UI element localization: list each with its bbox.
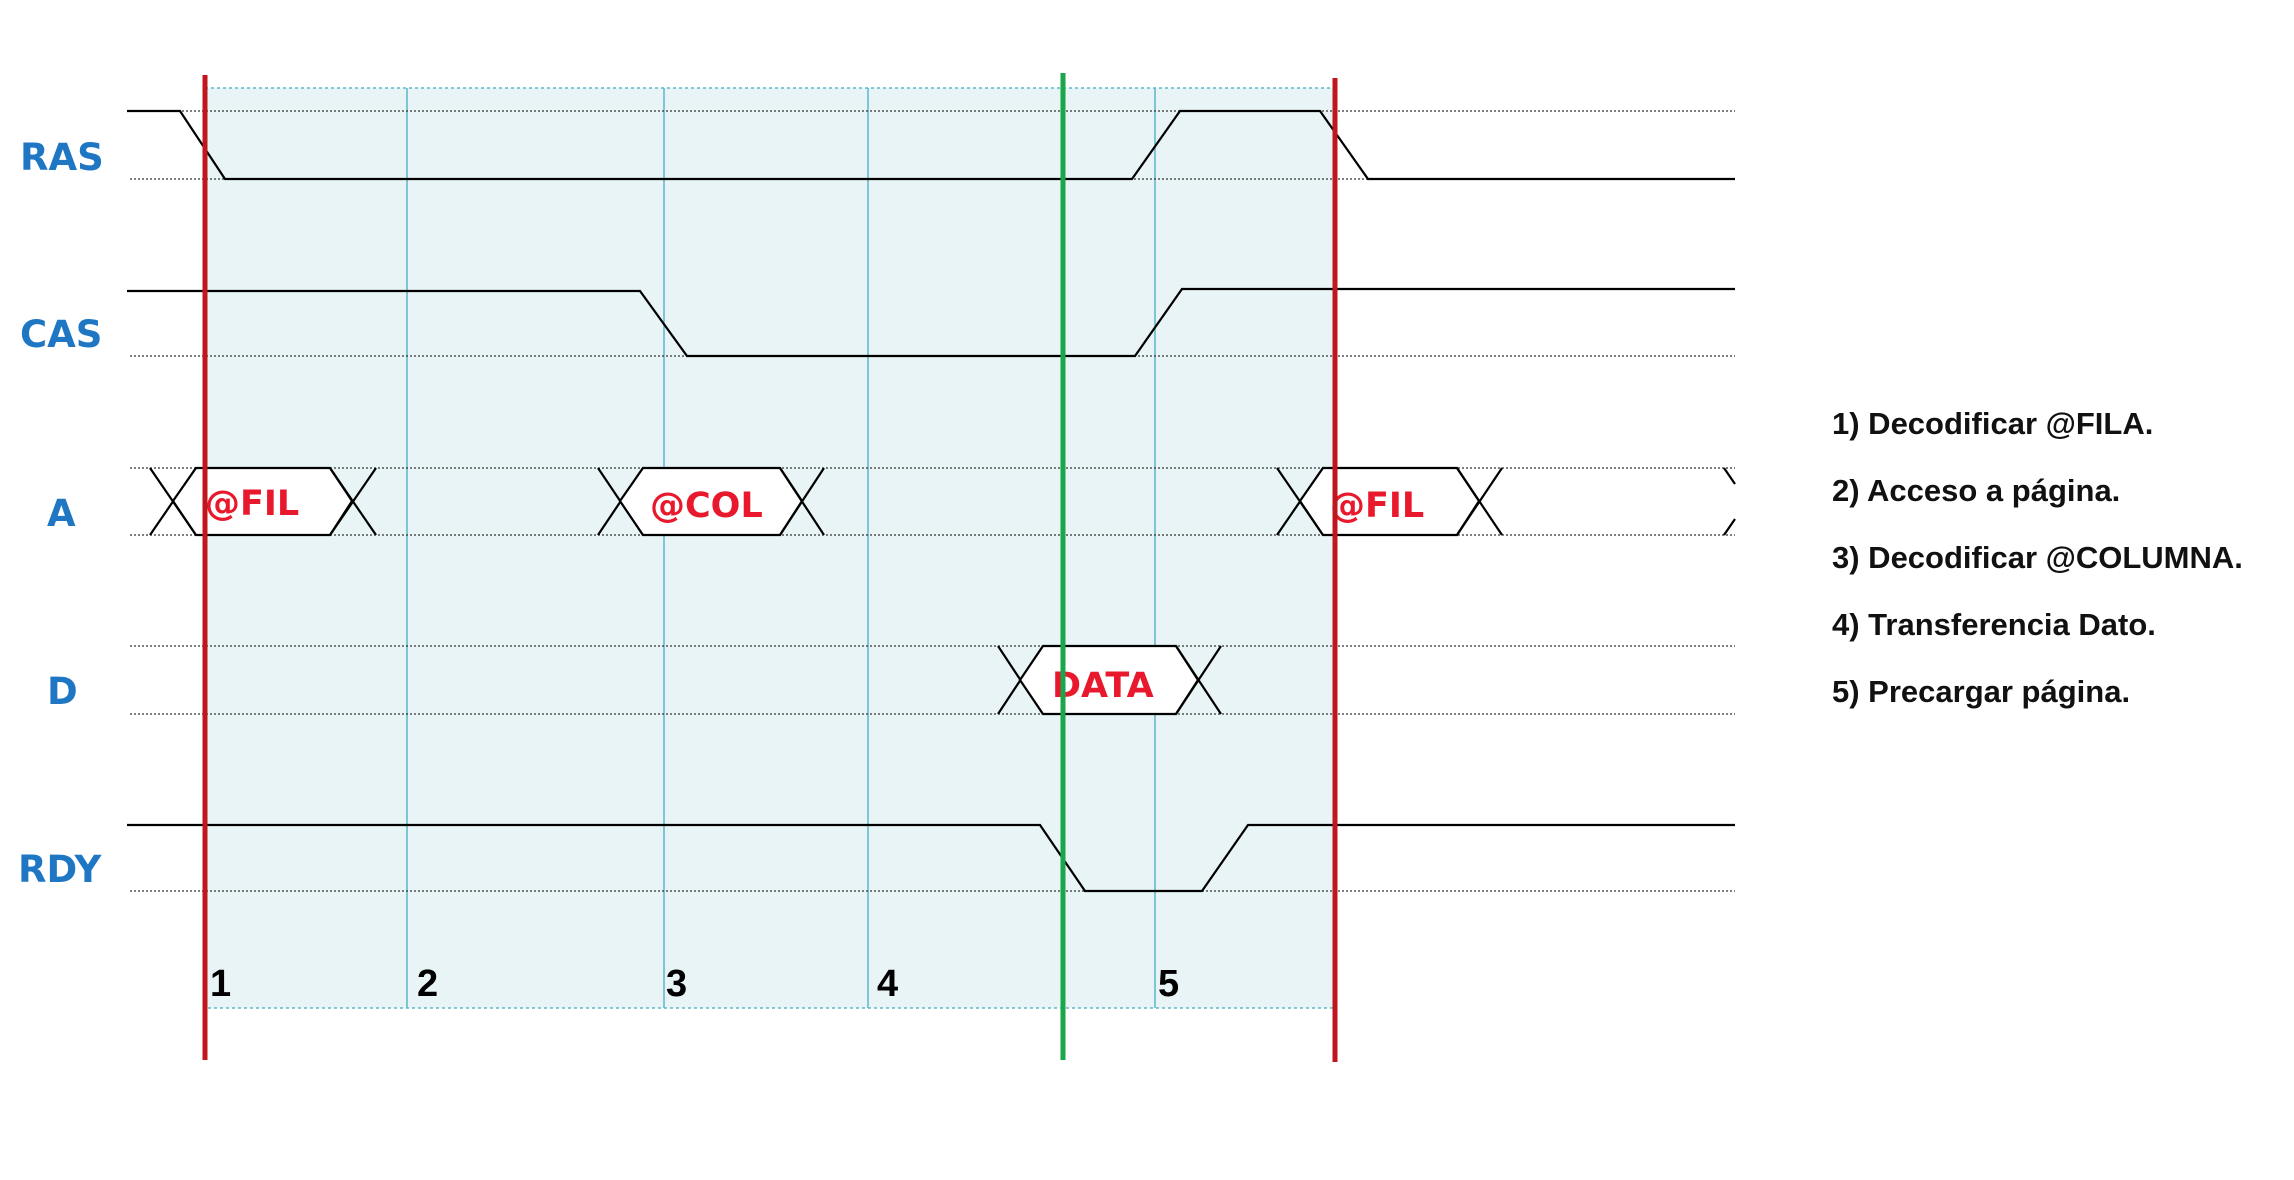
phase-number-5: 5 [1158, 963, 1179, 1005]
d-data-value: DATA [1052, 666, 1154, 706]
legend-item-5: 5) Precargar página. [1832, 674, 2131, 709]
a-col-value: @COL [650, 486, 763, 526]
phase-number-4: 4 [877, 963, 898, 1005]
a-cross-4b [779, 467, 825, 536]
d-cross-2b [1175, 645, 1222, 715]
signal-label-a: A [47, 492, 76, 535]
a-cross-6b [1456, 467, 1503, 536]
a-second-value: @FIL [1330, 486, 1424, 526]
cycle-region [204, 87, 1336, 1009]
a-cross-2b [329, 467, 377, 536]
phase-number-1: 1 [210, 963, 231, 1005]
signal-label-d: D [47, 670, 78, 713]
rdy-waveform [127, 823, 1735, 893]
signal-label-ras: RAS [20, 136, 104, 179]
legend-item-1: 1) Decodificar @FILA. [1832, 406, 2154, 441]
a-cross-7b [1723, 518, 1736, 536]
phase-number-2: 2 [417, 963, 438, 1005]
a-cross-7a [1723, 467, 1736, 485]
legend-item-3: 3) Decodificar @COLUMNA. [1832, 540, 2243, 575]
signal-label-rdy: RDY [18, 848, 103, 891]
phase-number-3: 3 [666, 963, 687, 1005]
address-bus [149, 466, 1736, 537]
legend-item-2: 2) Acceso a página. [1832, 473, 2121, 508]
phase-dividers [406, 88, 1156, 1008]
cas-waveform [127, 287, 1735, 358]
signal-label-cas: CAS [20, 313, 102, 356]
phase-legend: 1) Decodificar @FILA. 2) Acceso a página… [1832, 390, 2243, 725]
a-first-value: @FIL [205, 484, 299, 524]
ras-waveform [127, 109, 1735, 181]
legend-item-4: 4) Transferencia Dato. [1832, 607, 2156, 642]
